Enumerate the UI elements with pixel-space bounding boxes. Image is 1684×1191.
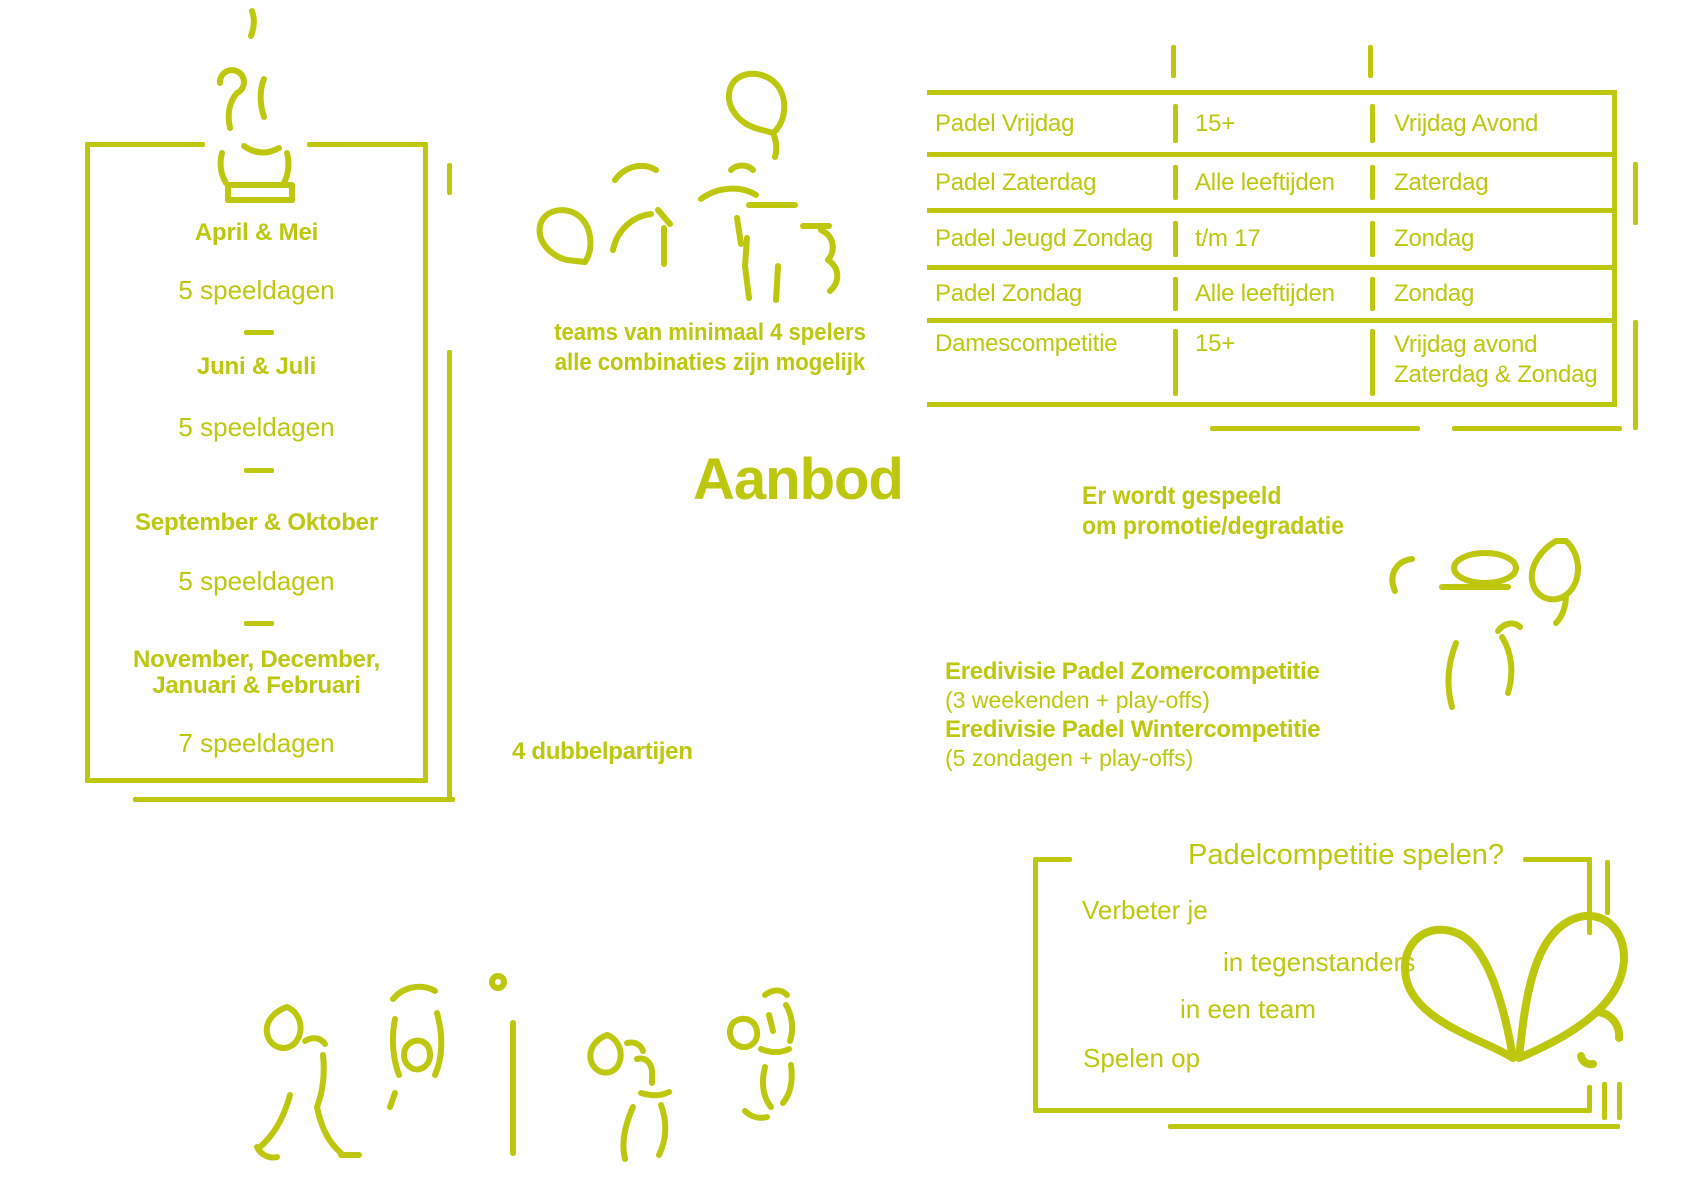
cta-box-border-top-left xyxy=(1033,857,1072,862)
competition-label: Padel Vrijdag xyxy=(935,109,1075,137)
table-column-tick-2 xyxy=(1368,45,1373,78)
season-box-shadow-right-b xyxy=(447,350,452,802)
season-box-shadow-bottom xyxy=(133,797,455,802)
season-box-border-left xyxy=(85,142,90,783)
cta-box-border-bottom xyxy=(1033,1108,1592,1113)
cta-box-shadow-right-bottom-a xyxy=(1602,1082,1607,1120)
match-scene-icon xyxy=(254,973,796,1162)
season-period-4-months-line2: Januari & Februari xyxy=(152,672,361,699)
season-box-shadow-right-a xyxy=(447,163,452,195)
competition-label: Damescompetitie xyxy=(935,330,1118,357)
table-row: Padel Zondag Alle leeftijden Zondag xyxy=(927,270,1612,323)
eredivisie-note-line3: Eredivisie Padel Wintercompetitie xyxy=(945,716,1321,743)
season-divider-1 xyxy=(244,330,274,335)
season-box-border-right xyxy=(423,142,428,783)
season-period-4-months-line1: November, December, xyxy=(133,646,380,673)
cta-box-shadow-right-bottom-b xyxy=(1617,1082,1622,1120)
cell-competition: Damescompetitie xyxy=(927,323,1173,402)
age-label: Alle leeftijden xyxy=(1195,280,1335,307)
cta-line-1: Verbeter je xyxy=(1082,895,1208,925)
days-label: Vrijdag avond Zaterdag & Zondag xyxy=(1394,330,1598,390)
table-shadow-right-b xyxy=(1633,320,1638,430)
days-label: Zondag xyxy=(1394,280,1475,307)
days-line2: Zaterdag & Zondag xyxy=(1394,361,1598,388)
season-divider-2 xyxy=(244,468,274,473)
competition-label: Padel Zaterdag xyxy=(935,168,1097,196)
cta-line-3: in een team xyxy=(1180,994,1316,1024)
cta-line-2: in tegenstanders xyxy=(1223,947,1416,977)
cell-age: Alle leeftijden xyxy=(1173,157,1370,208)
age-label: 15+ xyxy=(1195,330,1236,357)
cta-box-border-top-right xyxy=(1523,857,1592,862)
season-box-border-top-left xyxy=(85,142,205,147)
trophy-icon xyxy=(216,8,295,203)
players-group-icon xyxy=(536,70,841,303)
season-period-2-days: 5 speeldagen xyxy=(178,412,335,442)
crossed-rackets-icon xyxy=(1400,911,1628,1069)
cta-box-border-right-bottom xyxy=(1587,1085,1592,1113)
cell-days: Vrijdag avond Zaterdag & Zondag xyxy=(1370,323,1607,402)
days-label: Zaterdag xyxy=(1394,168,1489,196)
age-label: t/m 17 xyxy=(1195,225,1261,252)
eredivisie-note-line4: (5 zondagen + play-offs) xyxy=(945,745,1194,771)
table-row: Padel Vrijdag 15+ Vrijdag Avond xyxy=(927,95,1612,157)
season-period-1-months: April & Mei xyxy=(194,219,319,246)
team-note-line1: teams van minimaal 4 spelers xyxy=(554,319,866,346)
padel-player-icon xyxy=(1389,538,1581,710)
cell-days: Zondag xyxy=(1370,213,1607,265)
table-column-tick-1 xyxy=(1171,45,1176,78)
days-label: Vrijdag Avond xyxy=(1394,109,1539,137)
days-label: Zondag xyxy=(1394,225,1475,252)
age-label: Alle leeftijden xyxy=(1195,168,1335,196)
team-note-line2: alle combinaties zijn mogelijk xyxy=(554,349,866,376)
competition-label: Padel Jeugd Zondag xyxy=(935,225,1153,252)
cell-age: Alle leeftijden xyxy=(1173,270,1370,318)
season-period-4-days: 7 speeldagen xyxy=(178,728,335,758)
days-line1: Vrijdag avond xyxy=(1394,331,1538,358)
cta-box-shadow-bottom xyxy=(1168,1124,1620,1129)
cta-box-shadow-right-top xyxy=(1605,860,1610,915)
season-divider-3 xyxy=(244,621,274,626)
season-period-3-days: 5 speeldagen xyxy=(178,566,335,596)
cell-competition: Padel Zondag xyxy=(927,270,1173,318)
cell-competition: Padel Vrijdag xyxy=(927,95,1173,152)
cell-days: Zaterdag xyxy=(1370,157,1607,208)
eredivisie-note-line2: (3 weekenden + play-offs) xyxy=(945,687,1210,713)
promotion-note-line2: om promotie/degradatie xyxy=(1082,512,1344,540)
season-period-2-months: Juni & Juli xyxy=(196,353,317,380)
cell-competition: Padel Zaterdag xyxy=(927,157,1173,208)
table-row: Padel Jeugd Zondag t/m 17 Zondag xyxy=(927,213,1612,270)
table-row: Padel Zaterdag Alle leeftijden Zaterdag xyxy=(927,157,1612,213)
cell-age: t/m 17 xyxy=(1173,213,1370,265)
cell-age: 15+ xyxy=(1173,95,1370,152)
age-label: 15+ xyxy=(1195,109,1236,137)
matches-note: 4 dubbelpartijen xyxy=(512,738,693,765)
page-title: Aanbod xyxy=(693,447,904,512)
cell-days: Zondag xyxy=(1370,270,1607,318)
cell-days: Vrijdag Avond xyxy=(1370,95,1607,152)
season-period-1-days: 5 speeldagen xyxy=(178,275,335,305)
competition-label: Padel Zondag xyxy=(935,280,1083,307)
season-period-3-months: September & Oktober xyxy=(135,509,378,536)
eredivisie-note-line1: Eredivisie Padel Zomercompetitie xyxy=(945,658,1320,685)
cta-line-4: Spelen op xyxy=(1083,1043,1201,1073)
promotion-note-line1: Er wordt gespeeld xyxy=(1082,482,1282,510)
table-shadow-bottom-b xyxy=(1452,426,1622,431)
cell-age: 15+ xyxy=(1173,323,1370,402)
table-shadow-right-a xyxy=(1633,162,1638,225)
cell-competition: Padel Jeugd Zondag xyxy=(927,213,1173,265)
table-row: Damescompetitie 15+ Vrijdag avond Zaterd… xyxy=(927,323,1612,407)
season-box-border-bottom xyxy=(85,778,428,783)
schedule-table: Padel Vrijdag 15+ Vrijdag Avond Padel Za… xyxy=(927,90,1617,407)
cta-title: Padelcompetitie spelen? xyxy=(1188,839,1504,871)
cta-box-border-right-top xyxy=(1587,857,1592,935)
season-box-border-top-right xyxy=(307,142,428,147)
cta-box-border-left xyxy=(1033,857,1038,1113)
table-shadow-bottom-a xyxy=(1210,426,1420,431)
